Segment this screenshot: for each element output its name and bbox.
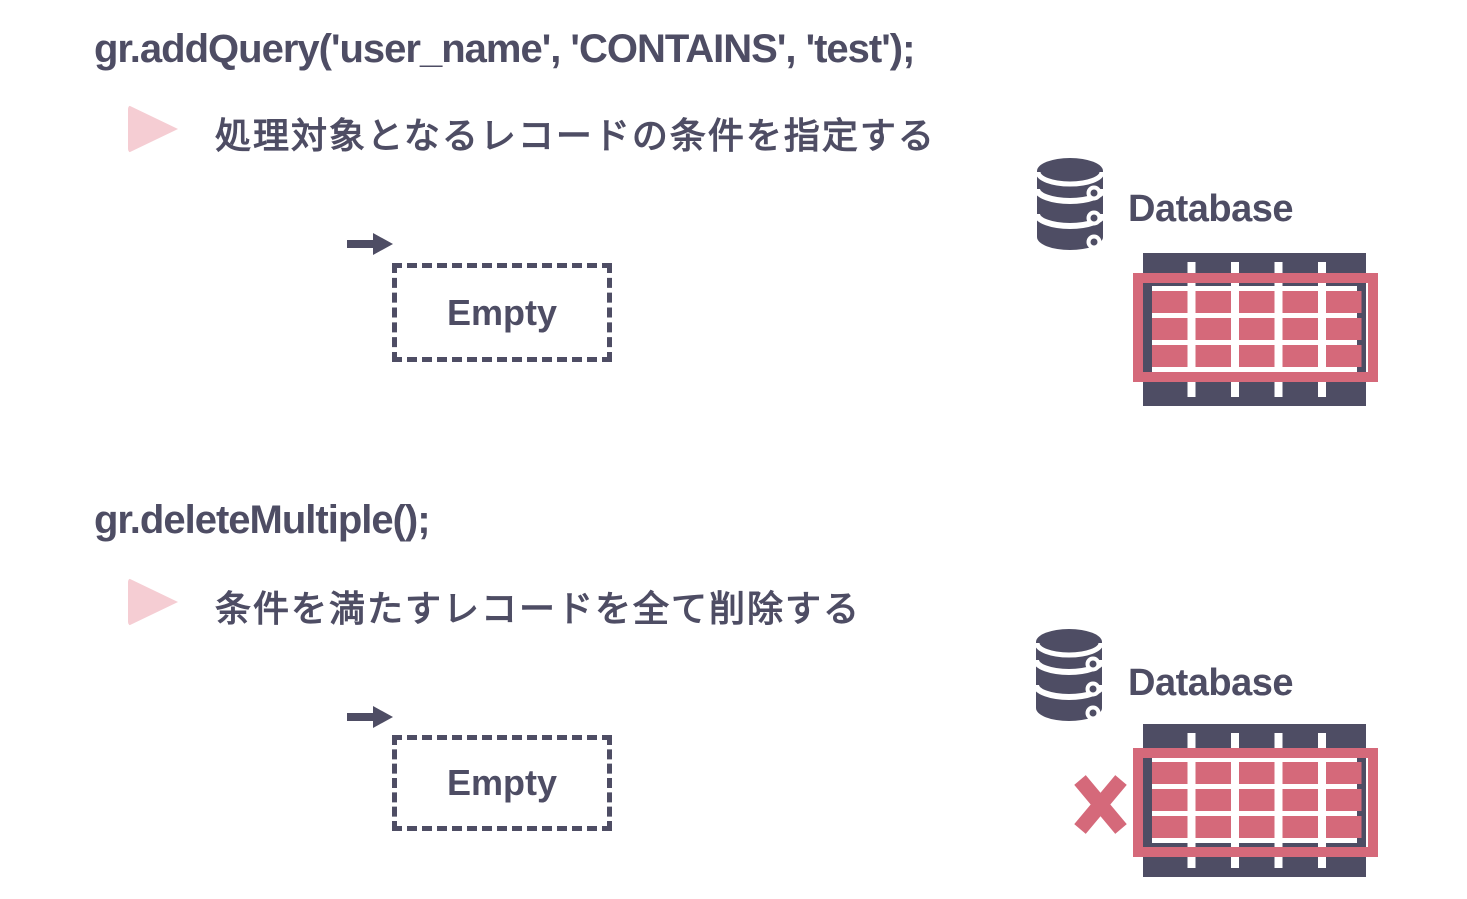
table-graphic	[1074, 724, 1378, 877]
table-cell	[1152, 291, 1188, 313]
database-icon	[1034, 158, 1106, 250]
flow-arrow-icon	[347, 233, 393, 255]
bullet-triangle-icon	[128, 105, 178, 153]
table-cell	[1282, 762, 1318, 784]
table-cell	[1195, 345, 1231, 367]
table-cell	[1152, 816, 1188, 838]
code-line-deletemultiple: gr.deleteMultiple();	[94, 498, 431, 542]
table-cell	[1195, 318, 1231, 340]
code-line-addquery: gr.addQuery('user_name', 'CONTAINS', 'te…	[94, 27, 915, 71]
table-cell	[1195, 816, 1231, 838]
table-cell	[1326, 816, 1362, 838]
table-cell	[1239, 816, 1275, 838]
table-cell	[1282, 318, 1318, 340]
table-cell	[1239, 291, 1275, 313]
table-cell	[1195, 291, 1231, 313]
table-cell	[1326, 345, 1362, 367]
record-highlight-outline	[1133, 748, 1378, 857]
database-label: Database	[1128, 188, 1293, 230]
table-cell	[1195, 789, 1231, 811]
table-cell	[1282, 345, 1318, 367]
flow-arrow-icon	[347, 706, 393, 728]
delete-x-icon	[1074, 775, 1127, 834]
database-label: Database	[1128, 662, 1293, 704]
empty-box-label: Empty	[446, 762, 558, 803]
table-cell	[1282, 291, 1318, 313]
table-cell	[1239, 789, 1275, 811]
database-icon	[1033, 629, 1105, 721]
table-cell	[1152, 762, 1188, 784]
description-text: 条件を満たすレコードを全て削除する	[215, 588, 862, 629]
table-cell	[1282, 789, 1318, 811]
table-cell	[1152, 345, 1188, 367]
table-cell	[1239, 345, 1275, 367]
table-cell	[1195, 762, 1231, 784]
table-cell	[1239, 762, 1275, 784]
table-cell	[1282, 816, 1318, 838]
record-highlight-outline	[1133, 273, 1378, 382]
empty-box-label: Empty	[446, 291, 558, 333]
table-cell	[1326, 762, 1362, 784]
table-cell	[1326, 789, 1362, 811]
table-cell	[1326, 318, 1362, 340]
description-text: 処理対象となるレコードの条件を指定する	[215, 115, 936, 156]
table-graphic	[1133, 253, 1378, 406]
bullet-triangle-icon	[128, 578, 178, 626]
empty-box: Empty	[392, 263, 612, 362]
table-cell	[1239, 318, 1275, 340]
empty-box: Empty	[392, 735, 612, 831]
table-cell	[1152, 318, 1188, 340]
table-cell	[1152, 789, 1188, 811]
table-cell	[1326, 291, 1362, 313]
